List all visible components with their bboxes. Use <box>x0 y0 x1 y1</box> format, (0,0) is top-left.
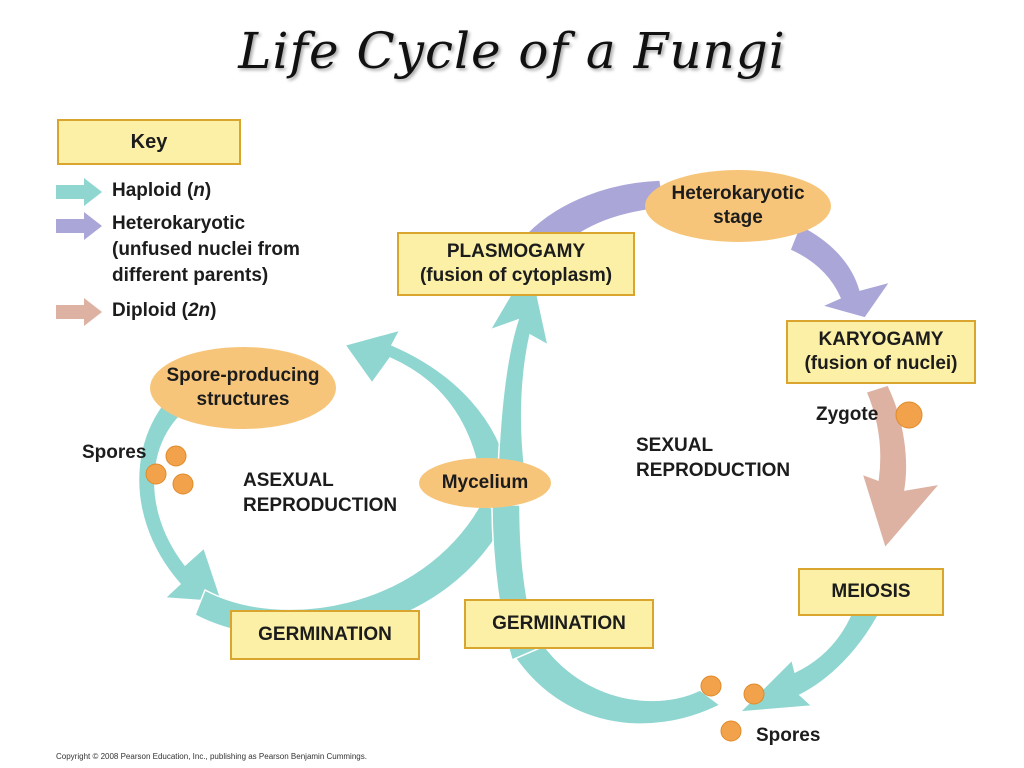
spore-producing-structures-oval: Spore-producing structures <box>150 347 336 429</box>
sexual-reproduction-label: SEXUAL REPRODUCTION <box>636 435 791 481</box>
haploid-key-label: Haploid (n) <box>112 180 212 201</box>
meiosis-box: MEIOSIS <box>798 568 944 616</box>
diploid-key-label: Diploid (2n) <box>112 300 217 321</box>
spore-asexual-1 <box>165 445 187 467</box>
spore-asexual-3 <box>172 473 194 495</box>
sexual-return-arrow-lower-right <box>738 611 882 713</box>
mycelium-oval: Mycelium <box>419 458 551 508</box>
asexual-arrow-right-side <box>343 328 511 479</box>
spore-sexual-1 <box>700 675 722 697</box>
spores-asexual-label: Spores <box>82 442 147 463</box>
page-title: Life Cycle of a Fungi <box>238 22 786 80</box>
sexual-return-arrow-bottom <box>508 639 722 725</box>
haploid-key-arrow <box>56 178 102 206</box>
heterokaryotic-key-label: Heterokaryotic (unfused nuclei from diff… <box>112 213 300 286</box>
key-heading-box: Key <box>57 119 241 165</box>
plasmogamy-box: PLASMOGAMY (fusion of cytoplasm) <box>397 232 635 296</box>
heterokaryotic-arrow-right <box>789 223 892 319</box>
copyright-notice: Copyright © 2008 Pearson Education, Inc.… <box>56 752 367 761</box>
spore-asexual-2 <box>145 463 167 485</box>
heterokaryotic-stage-oval: Heterokaryotic stage <box>645 170 831 242</box>
key-heading: Key <box>130 131 168 153</box>
germination-asexual-box: GERMINATION <box>230 610 420 660</box>
diploid-key-arrow <box>56 298 102 326</box>
zygote-cell <box>895 401 923 429</box>
asexual-reproduction-label: ASEXUAL REPRODUCTION <box>243 470 398 516</box>
asexual-arrow-left-side <box>137 370 224 603</box>
heterokaryotic-key-arrow <box>56 212 102 240</box>
germination-sexual-box: GERMINATION <box>464 599 654 649</box>
karyogamy-box: KARYOGAMY (fusion of nuclei) <box>786 320 976 384</box>
spore-sexual-2 <box>743 683 765 705</box>
spores-sexual-label: Spores <box>756 725 821 746</box>
spore-sexual-3 <box>720 720 742 742</box>
zygote-label: Zygote <box>816 404 879 425</box>
